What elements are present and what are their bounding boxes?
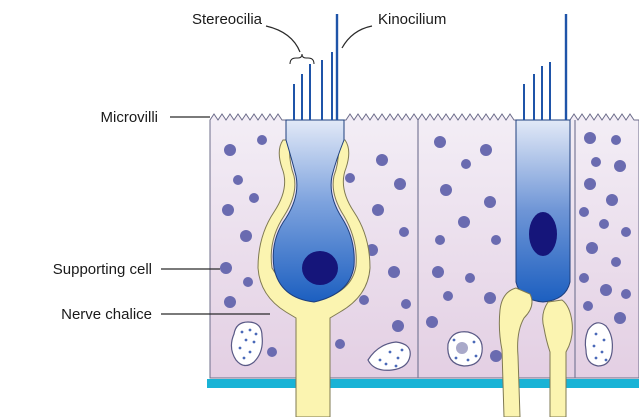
label-stereocilia: Stereocilia — [192, 11, 263, 28]
label-microvilli: Microvilli — [101, 109, 159, 126]
type-ii-hair-cell — [516, 120, 570, 302]
stereocilia-brace — [290, 54, 314, 64]
stereocilia-bundle-right — [524, 62, 550, 120]
label-nerve-chalice: Nerve chalice — [61, 306, 152, 323]
stereocilia-bundle — [294, 52, 332, 120]
type-i-nucleus — [302, 251, 338, 285]
label-supporting-cell: Supporting cell — [53, 261, 152, 278]
type-ii-nucleus — [529, 212, 557, 256]
label-kinocilium: Kinocilium — [378, 11, 446, 28]
basement-membrane — [207, 379, 639, 388]
vesicle-blob — [448, 332, 482, 366]
vesicle-blob — [585, 323, 612, 366]
